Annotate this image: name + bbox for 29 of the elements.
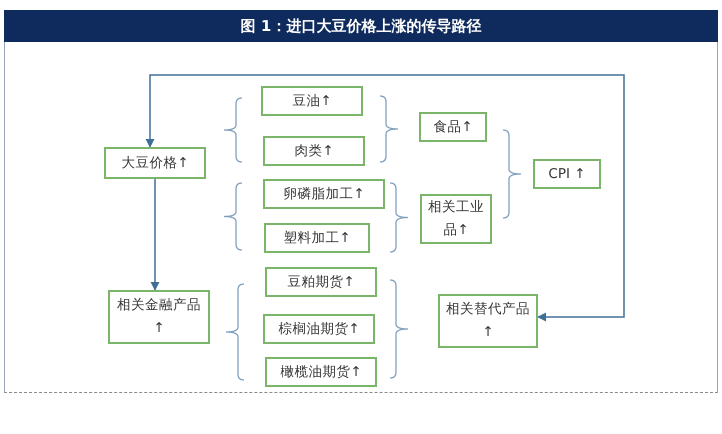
process-box: [420, 194, 492, 244]
arrow: [146, 74, 625, 322]
process-box: [263, 314, 375, 344]
process-box: [263, 179, 385, 209]
box-label: 豆油↑: [292, 92, 332, 111]
process-box: [264, 223, 370, 253]
process-box: [104, 147, 206, 179]
process-box: [265, 267, 377, 297]
process-box: [263, 136, 365, 166]
box-label: CPI ↑: [548, 164, 586, 184]
box-label: 肉类↑: [294, 142, 334, 161]
box-label: 塑料加工↑: [283, 228, 351, 248]
box-label: 相关替代产品↑: [446, 300, 530, 342]
process-box: [265, 357, 377, 387]
process-box: [438, 294, 538, 348]
arrow: [150, 179, 160, 291]
box-label: 相关金融产品↑: [116, 296, 202, 338]
box-label: 棕榈油期货↑: [278, 320, 360, 339]
process-box: [419, 112, 487, 142]
box-label: 相关工业品↑: [428, 198, 484, 240]
process-box: [108, 290, 210, 344]
box-label: 卵磷脂加工↑: [283, 184, 365, 204]
box-label: 大豆价格↑: [121, 154, 189, 173]
box-label: 橄榄油期货↑: [280, 362, 362, 382]
box-label: 食品↑: [433, 118, 473, 137]
box-label: 豆粕期货↑: [287, 272, 355, 292]
title-bar: 图 1：进口大豆价格上涨的传导路径: [4, 10, 718, 42]
process-box: [533, 159, 601, 189]
process-box: [261, 86, 363, 116]
